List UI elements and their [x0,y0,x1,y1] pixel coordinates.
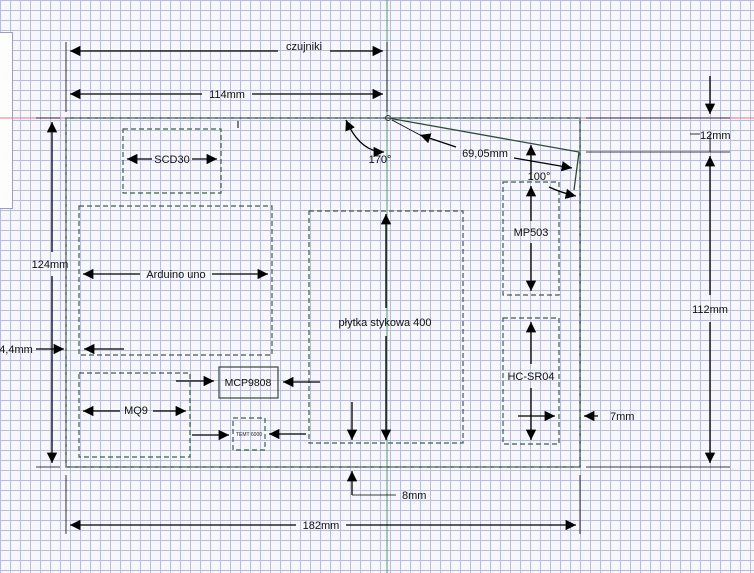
label-scd30: SCD30 [154,154,189,166]
enclosure-slope [387,117,580,153]
angle-arc-100 [548,186,577,199]
label-7mm: 7mm [610,411,634,423]
temt6000-box [232,417,266,451]
breadboard-box [308,210,464,444]
label-mp503: MP503 [514,227,549,239]
scd30-box [122,128,222,194]
label-12mm: 12mm [700,130,731,142]
label-69-05mm: 69,05mm [462,148,508,160]
label-112mm: 112mm [692,304,728,316]
label-mq9: MQ9 [124,405,148,417]
side-panel-edge [0,32,13,209]
label-4-4mm: 4,4mm [0,344,33,356]
angle-arc-170 [345,119,385,158]
enclosure-slope-edge [573,151,580,191]
inner-dashed-outline [65,117,581,468]
mp503-box [502,181,560,296]
label-100-degrees: 100° [528,171,551,183]
arduino-box [78,205,273,356]
label-170-degrees: 170° [369,154,392,166]
label-124mm: 124mm [32,259,69,271]
hcsr04-box [502,317,560,445]
label-8mm: 8mm [402,490,426,502]
label-mcp9808: MCP9808 [225,377,272,389]
label-arduino-uno: Arduino uno [146,269,205,281]
dim-line-69-05 [419,133,457,148]
label-temt6000: TEMT 6000 [236,432,262,438]
label-hc-sr04: HC-SR04 [507,371,554,383]
label-182mm: 182mm [303,520,340,532]
label-114mm: 114mm [209,89,245,101]
label-breadboard: płytka stykowa 400 [339,317,432,329]
label-czujniki: czujniki [286,41,322,53]
mcp9808-box [218,366,279,399]
mq9-box [78,372,191,458]
